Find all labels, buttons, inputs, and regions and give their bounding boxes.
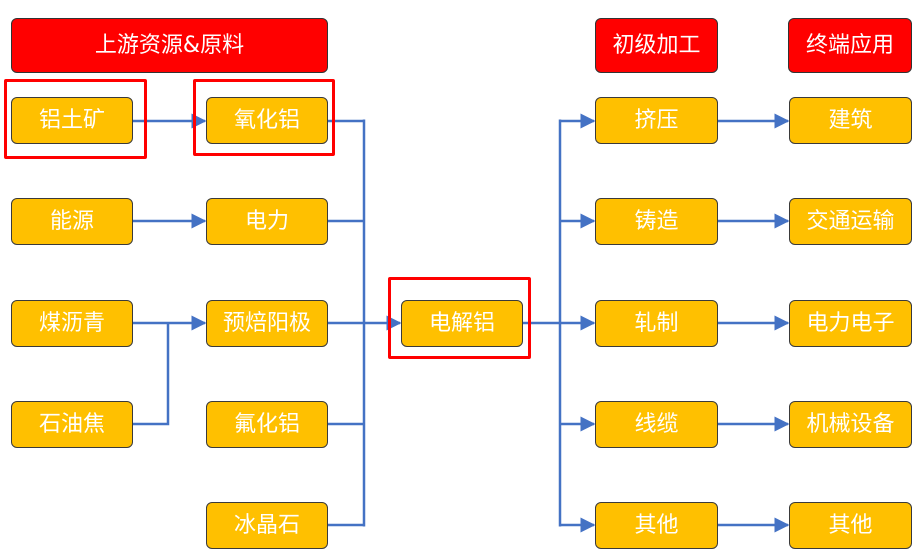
highlight-frame-bauxite [4, 79, 147, 159]
header-terminal-applications: 终端应用 [788, 18, 912, 73]
connector-petcoke-to-anode [132, 323, 170, 426]
node-transportation: 交通运输 [789, 198, 912, 245]
node-other-process: 其他 [595, 502, 718, 549]
node-other-use: 其他 [789, 502, 912, 549]
node-rolling: 轧制 [595, 300, 718, 347]
highlight-frame-alumina [193, 79, 335, 156]
node-casting: 铸造 [595, 198, 718, 245]
node-bauxite: 铝土矿 [11, 97, 133, 144]
node-power-electronics: 电力电子 [789, 300, 912, 347]
node-electrolytic-aluminum: 电解铝 [401, 300, 523, 347]
node-cable: 线缆 [595, 401, 718, 448]
node-coal-pitch: 煤沥青 [11, 300, 133, 347]
node-aluminum-fluoride: 氟化铝 [206, 401, 328, 448]
node-machinery: 机械设备 [789, 401, 912, 448]
header-upstream: 上游资源&原料 [11, 18, 328, 73]
node-petroleum-coke: 石油焦 [11, 401, 133, 448]
node-cryolite: 冰晶石 [206, 502, 328, 549]
node-extrusion: 挤压 [595, 97, 718, 144]
highlight-frame-electrolytic-aluminum [388, 277, 531, 359]
header-primary-processing: 初级加工 [595, 18, 718, 73]
node-energy: 能源 [11, 198, 133, 245]
node-construction: 建筑 [789, 97, 912, 144]
node-prebaked-anode: 预焙阳极 [206, 300, 328, 347]
node-alumina: 氧化铝 [206, 97, 328, 144]
node-power: 电力 [206, 198, 328, 245]
